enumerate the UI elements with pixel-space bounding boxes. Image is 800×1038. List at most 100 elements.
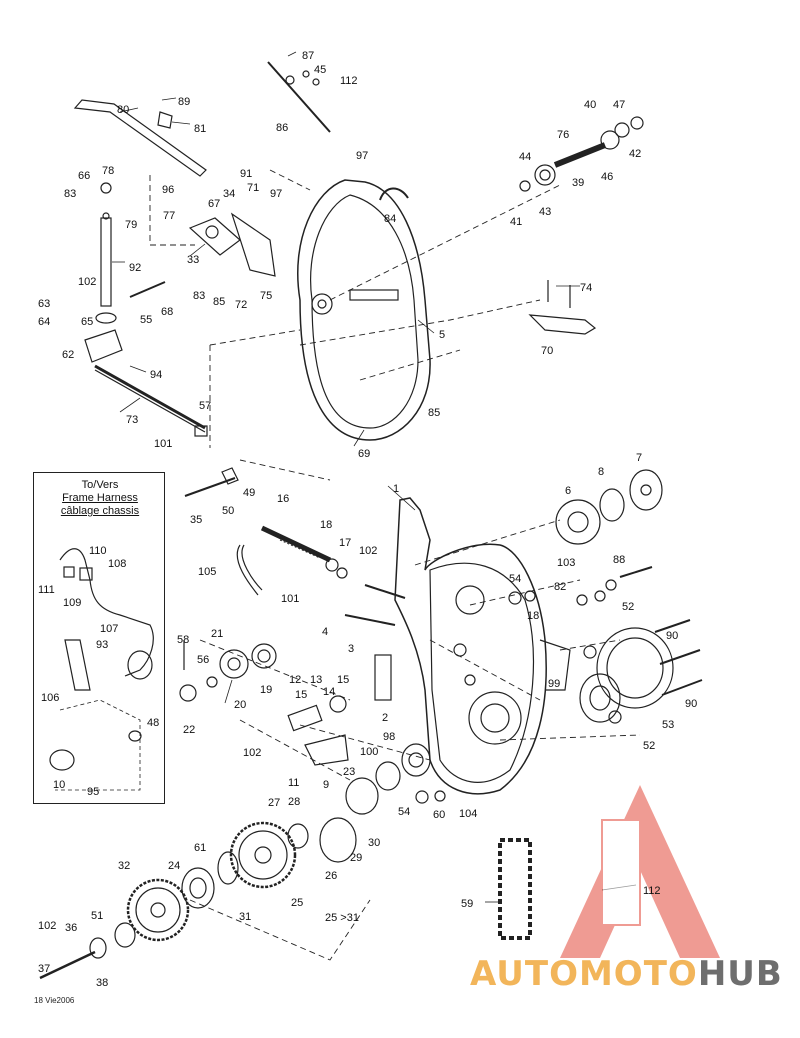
callout-79: 79 <box>125 219 138 231</box>
callout-9: 9 <box>323 779 330 791</box>
callout-105: 105 <box>198 566 217 578</box>
callout-111: 111 <box>38 584 55 596</box>
callout-102: 102 <box>78 276 97 288</box>
callout-110: 110 <box>89 545 107 557</box>
callout-85: 85 <box>428 407 441 419</box>
callout-34: 34 <box>223 188 236 200</box>
callout-45: 45 <box>314 64 327 76</box>
callout-64: 64 <box>38 316 51 328</box>
callout-102: 102 <box>359 545 378 557</box>
callout-11: 11 <box>288 777 300 789</box>
callout-15: 15 <box>337 674 350 686</box>
callout-85: 85 <box>213 296 226 308</box>
callout-21: 21 <box>211 628 224 640</box>
callout-66: 66 <box>78 170 91 182</box>
callout-25: 25 <box>291 897 304 909</box>
callout-20: 20 <box>234 699 247 711</box>
callout-1: 1 <box>393 483 400 495</box>
callout-74: 74 <box>580 282 593 294</box>
callout-13: 13 <box>310 674 323 686</box>
callout-42: 42 <box>629 148 642 160</box>
reference-code: 18 Vie2006 <box>34 996 75 1005</box>
callout-18: 18 <box>320 519 333 531</box>
callout-84: 84 <box>384 213 397 225</box>
callout-88: 88 <box>613 554 626 566</box>
callout-89: 89 <box>178 96 191 108</box>
callout-14: 14 <box>323 686 336 698</box>
callout-19: 19 <box>260 684 273 696</box>
inset-title-line3: câblage chassis <box>60 505 140 517</box>
callout-107: 107 <box>100 623 119 635</box>
callout-56: 56 <box>197 654 210 666</box>
watermark-logo <box>560 785 720 958</box>
callout-50: 50 <box>222 505 235 517</box>
callout-10: 10 <box>53 779 66 791</box>
callout-2: 2 <box>382 712 389 724</box>
callout-30: 30 <box>368 837 381 849</box>
callout-63: 63 <box>38 298 51 310</box>
callout-38: 38 <box>96 977 109 989</box>
callout-67: 67 <box>208 198 221 210</box>
callout-57: 57 <box>199 400 212 412</box>
callout-77: 77 <box>163 210 176 222</box>
callout-41: 41 <box>510 216 523 228</box>
callout-86: 86 <box>276 122 289 134</box>
callout-54: 54 <box>509 573 522 585</box>
callout-69: 69 <box>358 448 371 460</box>
callout-71: 71 <box>247 182 260 194</box>
callout-31: 31 <box>239 911 252 923</box>
callout-70: 70 <box>541 345 554 357</box>
watermark-text-part1: AUTOMOTO <box>470 954 698 994</box>
callout-95: 95 <box>87 786 100 798</box>
callout-103: 103 <box>557 557 576 569</box>
callout-100: 100 <box>360 746 379 758</box>
callout-7: 7 <box>636 452 643 464</box>
callout-65: 65 <box>81 316 94 328</box>
callout-90: 90 <box>685 698 698 710</box>
callout-3: 3 <box>348 643 355 655</box>
callout-32: 32 <box>118 860 131 872</box>
callout-73: 73 <box>126 414 139 426</box>
callout-22: 22 <box>183 724 196 736</box>
callout-47: 47 <box>613 99 626 111</box>
callout-16: 16 <box>277 493 290 505</box>
callout-62: 62 <box>62 349 75 361</box>
callout-98: 98 <box>383 731 396 743</box>
inset-title-line1: To/Vers <box>81 479 119 491</box>
callout-76: 76 <box>557 129 570 141</box>
callout-43: 43 <box>539 206 552 218</box>
callout-28: 28 <box>288 796 301 808</box>
callout-83: 83 <box>193 290 206 302</box>
frame-harness-inset: To/Vers Frame Harness câblage chassis <box>33 472 165 804</box>
callout-51: 51 <box>91 910 104 922</box>
callout-102: 102 <box>38 920 57 932</box>
callout-36: 36 <box>65 922 78 934</box>
callout-80: 80 <box>117 104 130 116</box>
callout-26: 26 <box>325 870 338 882</box>
callout-90: 90 <box>666 630 679 642</box>
callout-40: 40 <box>584 99 597 111</box>
callout-75: 75 <box>260 290 273 302</box>
callout-112: 112 <box>643 885 661 897</box>
callout-4: 4 <box>322 626 329 638</box>
callout-35: 35 <box>190 514 203 526</box>
callout-33: 33 <box>187 254 200 266</box>
callout-97: 97 <box>270 188 283 200</box>
callout-59: 59 <box>461 898 474 910</box>
watermark-text: AUTOMOTOHUB <box>470 956 783 992</box>
callout-99: 99 <box>548 678 561 690</box>
callout-25-31: 25 >31 <box>325 912 359 924</box>
callout-102: 102 <box>243 747 262 759</box>
callout-60: 60 <box>433 809 446 821</box>
callout-109: 109 <box>63 597 82 609</box>
callout-8: 8 <box>598 466 605 478</box>
callout-46: 46 <box>601 171 614 183</box>
callout-72: 72 <box>235 299 248 311</box>
callout-108: 108 <box>108 558 127 570</box>
callout-93: 93 <box>96 639 109 651</box>
callout-53: 53 <box>662 719 675 731</box>
callout-18: 18 <box>527 610 540 622</box>
callout-78: 78 <box>102 165 115 177</box>
callout-17: 17 <box>339 537 352 549</box>
callout-44: 44 <box>519 151 532 163</box>
